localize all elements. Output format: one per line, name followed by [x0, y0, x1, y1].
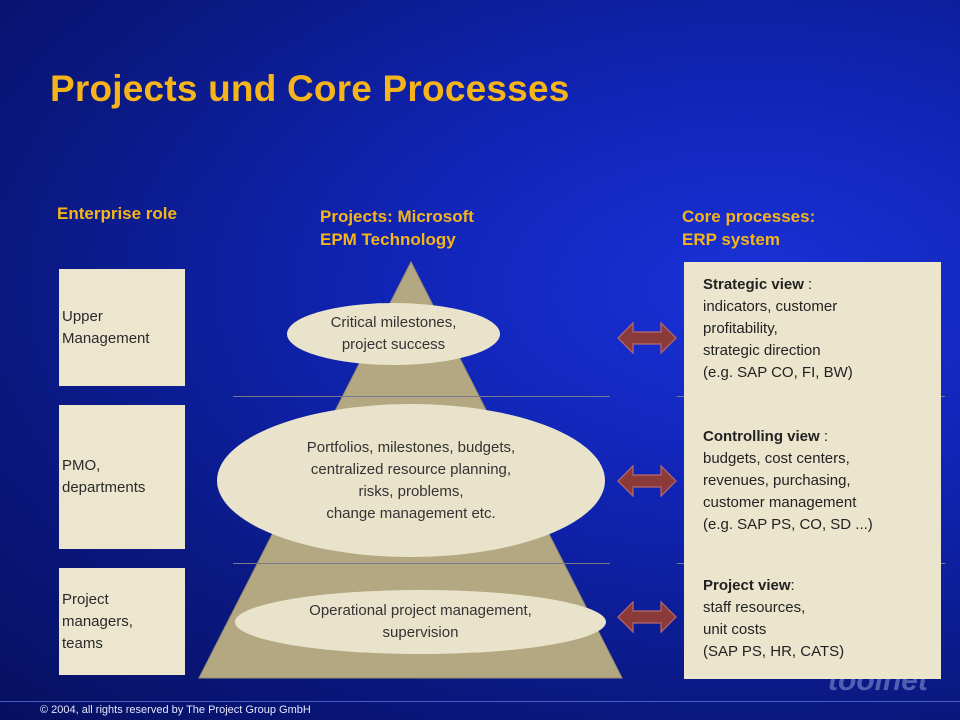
footer-line [0, 701, 960, 702]
ellipse-portfolios: Portfolios, milestones, budgets, central… [217, 404, 605, 557]
projects-header-line1: Projects: Microsoft [320, 207, 474, 226]
role-upper-management: Upper Management [59, 269, 185, 386]
role-label: Project managers, teams [62, 590, 133, 652]
project-view: Project view: staff resources, unit cost… [703, 575, 844, 663]
divider-line [233, 396, 610, 397]
double-arrow-icon [617, 600, 677, 634]
controlling-view-body: budgets, cost centers, revenues, purchas… [703, 450, 873, 533]
projects-header: Projects: Microsoft EPM Technology [320, 205, 474, 251]
controlling-view: Controlling view : budgets, cost centers… [703, 426, 873, 536]
ellipse-text: Critical milestones, project success [330, 314, 457, 353]
ellipse-operational: Operational project management, supervis… [235, 590, 606, 654]
copyright-footer: © 2004, all rights reserved by The Proje… [40, 704, 311, 716]
core-processes-box: Strategic view : indicators, customer pr… [684, 262, 941, 679]
core-header-line1: Core processes: [682, 207, 816, 226]
core-header-line2: ERP system [682, 230, 780, 249]
role-label: PMO, departments [62, 457, 146, 496]
project-view-body: staff resources, unit costs (SAP PS, HR,… [703, 599, 845, 660]
double-arrow-icon [617, 464, 677, 498]
ellipse-text: Operational project management, supervis… [309, 602, 532, 641]
double-arrow-icon [617, 321, 677, 355]
role-pmo-departments: PMO, departments [59, 405, 185, 549]
divider-line [233, 563, 610, 564]
strategic-view: Strategic view : indicators, customer pr… [703, 274, 853, 384]
controlling-view-heading: Controlling view [703, 428, 820, 445]
slide-title: Projects und Core Processes [50, 68, 570, 109]
core-processes-header: Core processes: ERP system [682, 205, 815, 251]
project-view-sep: : [790, 577, 795, 594]
controlling-view-sep: : [819, 428, 829, 445]
role-project-managers: Project managers, teams [59, 568, 185, 675]
ellipse-text: Portfolios, milestones, budgets, central… [306, 438, 516, 522]
ellipse-critical-milestones: Critical milestones, project success [287, 303, 500, 365]
strategic-view-body: indicators, customer profitability, stra… [703, 298, 853, 381]
strategic-view-heading: Strategic view [703, 276, 804, 293]
enterprise-role-header: Enterprise role [57, 204, 177, 223]
strategic-view-sep: : [803, 276, 813, 293]
project-view-heading: Project view [703, 577, 791, 594]
role-label: Upper Management [62, 307, 150, 347]
projects-header-line2: EPM Technology [320, 230, 456, 249]
